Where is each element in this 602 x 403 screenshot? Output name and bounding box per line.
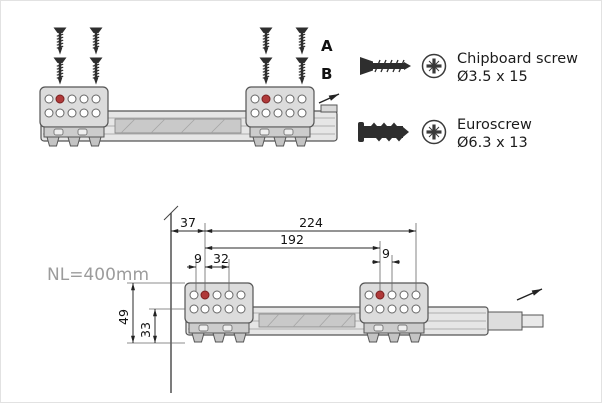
- pozidriv-icon: [421, 119, 447, 145]
- screw-icon: [295, 57, 309, 85]
- chipboard-screw-icon: [360, 57, 411, 75]
- dim-hole-pitch: 32: [213, 251, 229, 266]
- legend-euroscrew-name: Euroscrew: [457, 117, 532, 133]
- top-assembly-view: A B: [39, 27, 340, 147]
- pozidriv-icon: [421, 53, 447, 79]
- legend-euroscrew-size: Ø6.3 x 13: [457, 135, 528, 151]
- dim-height-total: 49: [116, 309, 131, 325]
- row-a-label: A: [321, 37, 333, 55]
- row-b-label: B: [321, 65, 332, 83]
- dimensioned-view: 37 224 192 9 32 9 49 33 NL=400mm: [47, 205, 544, 393]
- dim-height-axis: 33: [138, 322, 153, 338]
- dim-left-offset: 9: [194, 251, 202, 266]
- pullout-direction-arrow: [516, 288, 543, 301]
- screw-icon: [259, 27, 273, 55]
- screw-icon: [89, 57, 103, 85]
- screw-icon: [295, 27, 309, 55]
- mounting-bracket-front: [184, 282, 254, 343]
- mounting-bracket-front: [39, 86, 109, 147]
- dim-rear-pitch: 192: [280, 232, 304, 247]
- mounting-bracket-rear: [245, 86, 315, 147]
- nl-length-label: NL=400mm: [47, 265, 149, 285]
- screw-icon: [53, 57, 67, 85]
- dimension-labels: 37 224 192 9 32 9 49 33: [116, 215, 390, 338]
- screw-legend: Chipboard screw Ø3.5 x 15 Euros: [358, 51, 578, 151]
- pullout-direction-arrow: [318, 93, 340, 104]
- dim-front-offset: 37: [180, 215, 196, 230]
- extension-lines: [127, 223, 417, 344]
- legend-row-chipboard: Chipboard screw Ø3.5 x 15: [360, 51, 578, 85]
- euroscrew-icon: [358, 122, 409, 142]
- screw-row-a: [53, 27, 309, 55]
- mounting-bracket-rear: [359, 282, 429, 343]
- legend-row-euroscrew: Euroscrew Ø6.3 x 13: [358, 117, 532, 151]
- dim-right-offset: 9: [382, 246, 390, 261]
- screw-icon: [89, 27, 103, 55]
- screw-icon: [53, 27, 67, 55]
- screw-icon: [259, 57, 273, 85]
- cabinet-front-line: [163, 205, 179, 393]
- screw-row-b: [53, 57, 309, 85]
- dim-overall-pitch: 224: [299, 215, 323, 230]
- legend-chipboard-name: Chipboard screw: [457, 51, 578, 67]
- legend-chipboard-size: Ø3.5 x 15: [457, 69, 528, 85]
- dimension-lines: [131, 229, 416, 343]
